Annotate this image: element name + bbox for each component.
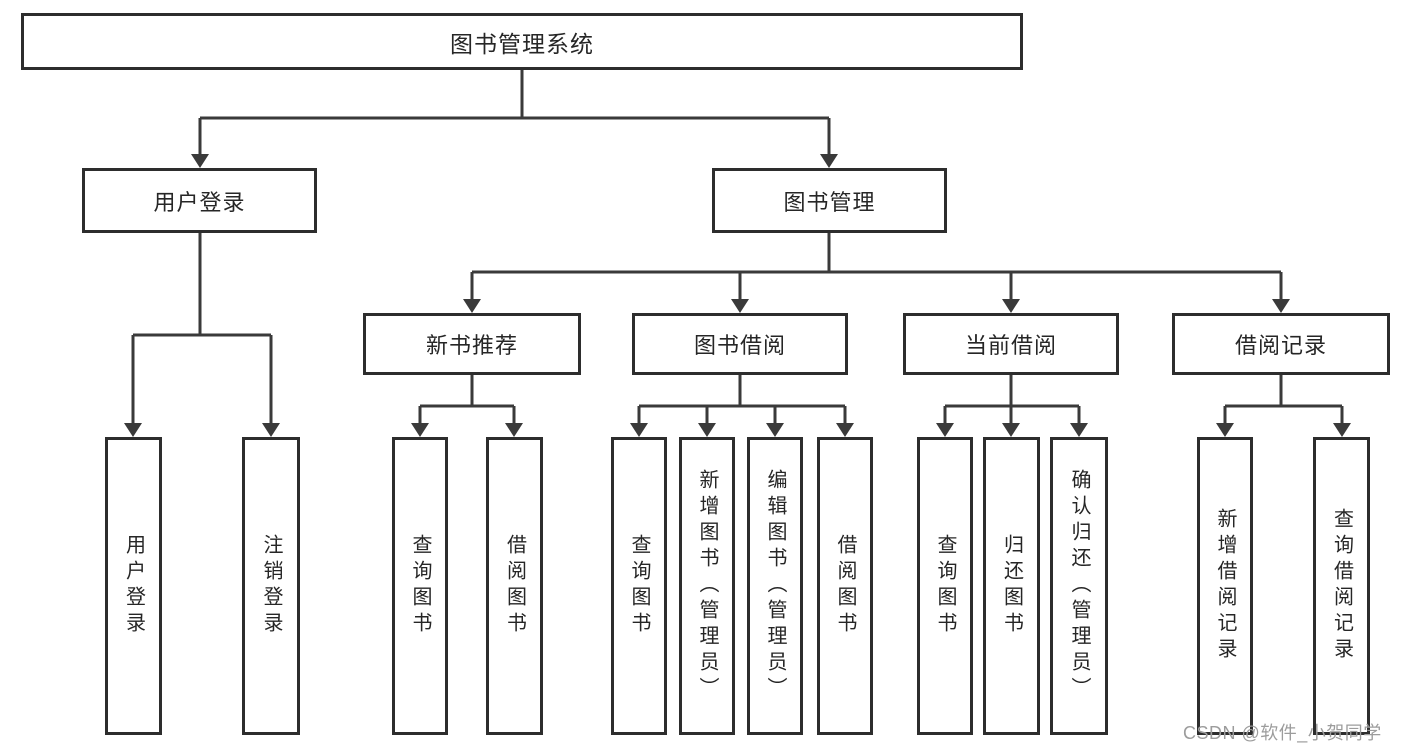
node-book-management: 图书管理 xyxy=(712,168,947,233)
leaf-add-borrow-record: 新增借阅记录 xyxy=(1197,437,1253,735)
leaf-query-books-3: 查询图书 xyxy=(917,437,973,735)
leaf-edit-book-admin: 编辑图书（管理员） xyxy=(747,437,803,735)
leaf-return-book: 归还图书 xyxy=(983,437,1040,735)
node-label: 借阅记录 xyxy=(1234,333,1327,358)
node-library-management-system: 图书管理系统 xyxy=(21,13,1023,70)
node-label: 确认归还（管理员） xyxy=(1068,469,1090,703)
connector-borrow-records-children xyxy=(1216,375,1351,437)
node-label: 图书管理 xyxy=(783,189,876,215)
node-label: 查询借阅记录 xyxy=(1330,508,1353,664)
leaf-query-borrow-record: 查询借阅记录 xyxy=(1313,437,1370,735)
node-label: 用户登录 xyxy=(122,534,145,638)
leaf-borrow-books-1: 借阅图书 xyxy=(486,437,543,735)
node-label: 新增借阅记录 xyxy=(1214,508,1236,664)
node-label: 借阅图书 xyxy=(834,534,856,638)
leaf-user-login: 用户登录 xyxy=(105,437,162,735)
node-borrow-records: 借阅记录 xyxy=(1172,313,1390,375)
connector-current-borrow-children xyxy=(936,375,1088,437)
connector-user-login-children xyxy=(124,233,280,437)
node-label: 查询图书 xyxy=(409,534,431,638)
leaf-confirm-return-admin: 确认归还（管理员） xyxy=(1050,437,1108,735)
node-label: 查询图书 xyxy=(934,534,956,638)
node-label: 新书推荐 xyxy=(425,333,518,358)
node-current-borrow: 当前借阅 xyxy=(903,313,1119,375)
leaf-borrow-books-2: 借阅图书 xyxy=(817,437,873,735)
node-label: 归还图书 xyxy=(1000,534,1023,638)
node-label: 用户登录 xyxy=(153,189,246,215)
node-label: 新增图书（管理员） xyxy=(696,469,718,703)
connector-new-book-recommend-children xyxy=(411,375,523,437)
leaf-query-books-2: 查询图书 xyxy=(611,437,667,735)
node-label: 借阅图书 xyxy=(503,534,526,638)
csdn-watermark: CSDN @软件_小贺同学 xyxy=(1183,723,1382,743)
leaf-add-book-admin: 新增图书（管理员） xyxy=(679,437,735,735)
node-label: 图书借阅 xyxy=(693,333,786,358)
leaf-logout: 注销登录 xyxy=(242,437,300,735)
node-new-book-recommend: 新书推荐 xyxy=(363,313,581,375)
connector-book-management-children xyxy=(463,233,1290,313)
node-label: 当前借阅 xyxy=(964,333,1057,358)
connector-book-borrow-children xyxy=(630,375,854,437)
node-book-borrow: 图书借阅 xyxy=(632,313,848,375)
node-label: 注销登录 xyxy=(260,534,282,638)
node-label: 图书管理系统 xyxy=(450,30,594,57)
node-user-login: 用户登录 xyxy=(82,168,317,233)
leaf-query-books-1: 查询图书 xyxy=(392,437,448,735)
node-label: 查询图书 xyxy=(628,534,650,638)
node-label: 编辑图书（管理员） xyxy=(764,469,786,703)
connector-root-to-level2 xyxy=(191,70,838,168)
